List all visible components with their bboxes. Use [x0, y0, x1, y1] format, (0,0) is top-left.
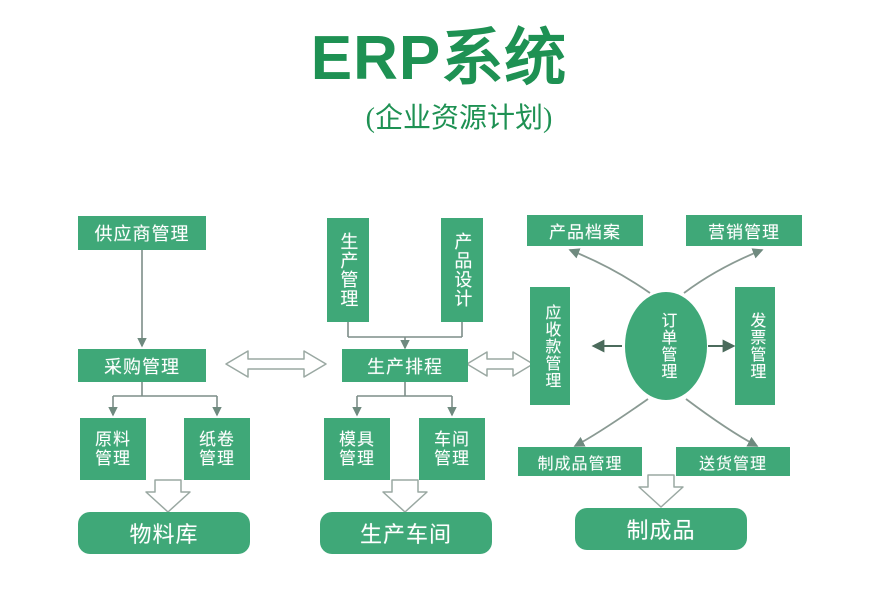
node-raw-material-mgmt[interactable]: 原料 管理 — [80, 418, 146, 480]
curved-arrow-order-to-finished-goods-mgmt — [573, 398, 649, 447]
block-arrow-to-material-warehouse — [145, 479, 191, 513]
node-paper-roll-mgmt-line2: 管理 — [199, 449, 235, 468]
connector-production-merge — [347, 322, 463, 350]
node-workshop-mgmt-line1: 车间 — [434, 429, 470, 449]
node-production-workshop[interactable]: 生产车间 — [320, 512, 492, 554]
node-mold-mgmt-line1: 模具 — [339, 429, 375, 449]
node-marketing-mgmt[interactable]: 营销管理 — [686, 215, 802, 246]
block-arrow-to-production-workshop — [382, 479, 428, 513]
curved-arrow-order-to-delivery — [685, 398, 759, 447]
node-workshop-mgmt-line2: 管理 — [434, 449, 470, 468]
node-finished-goods[interactable]: 制成品 — [575, 508, 747, 550]
page-subtitle: (企业资源计划) — [365, 103, 553, 134]
node-delivery-mgmt[interactable]: 送货管理 — [676, 447, 790, 476]
page-title: ERP系统 — [310, 24, 568, 93]
node-supplier-mgmt[interactable]: 供应商管理 — [78, 216, 206, 250]
node-product-archive[interactable]: 产品档案 — [527, 215, 643, 246]
node-receivables-mgmt[interactable]: 应收款管理 — [530, 287, 570, 405]
node-product-design[interactable]: 产品设计 — [441, 218, 483, 322]
node-raw-material-mgmt-line2: 管理 — [95, 449, 131, 468]
node-mold-mgmt-line2: 管理 — [339, 449, 375, 468]
node-workshop-mgmt[interactable]: 车间 管理 — [419, 418, 485, 480]
node-mold-mgmt[interactable]: 模具 管理 — [324, 418, 390, 480]
connector-purchase-split — [108, 382, 222, 417]
node-production-mgmt[interactable]: 生产管理 — [327, 218, 369, 322]
node-invoice-mgmt[interactable]: 发票管理 — [735, 287, 775, 405]
node-raw-material-mgmt-line1: 原料 — [95, 429, 131, 449]
node-paper-roll-mgmt[interactable]: 纸卷 管理 — [184, 418, 250, 480]
block-double-arrow-scheduling-receivables — [466, 351, 534, 377]
node-finished-goods-mgmt[interactable]: 制成品管理 — [518, 447, 642, 476]
title-block: ERP系统 (企业资源计划) — [0, 22, 878, 136]
node-production-scheduling[interactable]: 生产排程 — [342, 349, 468, 382]
block-arrow-to-finished-goods — [638, 474, 684, 508]
node-paper-roll-mgmt-line1: 纸卷 — [199, 429, 235, 449]
connector-scheduling-split — [352, 382, 457, 417]
node-material-warehouse[interactable]: 物料库 — [78, 512, 250, 554]
node-order-mgmt[interactable]: 订单管理 — [625, 292, 707, 400]
node-purchase-mgmt[interactable]: 采购管理 — [78, 349, 206, 382]
block-double-arrow-purchase-scheduling — [225, 350, 327, 378]
curved-arrow-order-to-product-archive — [568, 248, 651, 294]
